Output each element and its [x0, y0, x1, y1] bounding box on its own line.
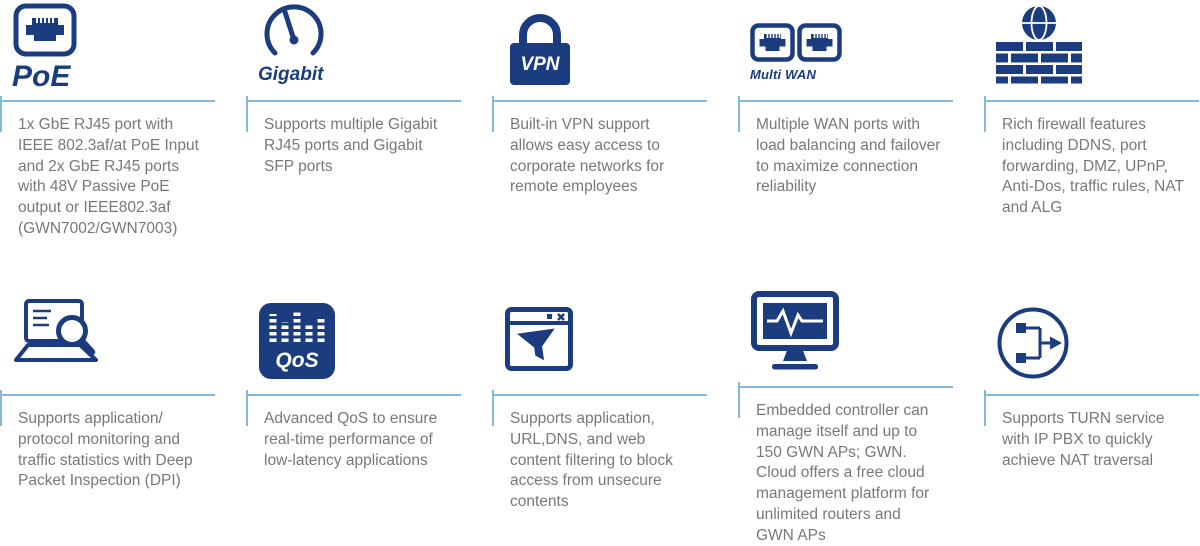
feature-card-qos: QoS Advanced QoS to ensure real-time per…	[246, 290, 461, 544]
qos-equalizer-icon: QoS	[259, 303, 335, 379]
feature-text: Supports multiple Gigabit RJ45 ports and…	[264, 116, 438, 175]
content-filter-funnel-icon	[505, 307, 573, 371]
feature-text: Supports application, URL,DNS, and web c…	[510, 410, 673, 511]
feature-text: Supports TURN service with IP PBX to qui…	[1002, 410, 1165, 469]
qos-icon-area: QoS	[246, 290, 461, 394]
divider	[984, 390, 1199, 426]
feature-text: Advanced QoS to ensure real-time perform…	[264, 410, 438, 469]
multi-wan-label: Multi WAN	[750, 67, 817, 82]
poe-label: PoE	[12, 60, 71, 93]
divider	[246, 390, 461, 426]
divider-tick	[984, 96, 986, 132]
divider-tick	[738, 96, 740, 132]
poe-port-icon	[13, 3, 77, 57]
feature-card-poe: PoE 1x GbE RJ45 port with IEEE 802.3af/a…	[0, 0, 215, 290]
gigabit-icon-area: Gigabit	[246, 0, 461, 100]
feature-card-dpi: Supports application/ protocol monitorin…	[0, 290, 215, 544]
feature-text: 1x GbE RJ45 port with IEEE 802.3af/at Po…	[18, 116, 199, 237]
divider	[492, 390, 707, 426]
feature-card-multi-wan: Multi WAN Multiple WAN ports with load b…	[738, 0, 953, 290]
divider-tick	[492, 390, 494, 426]
divider	[0, 390, 215, 426]
controller-monitor-pulse-icon	[751, 291, 839, 370]
feature-text: Built-in VPN support allows easy access …	[510, 116, 665, 196]
firewall-icon-area	[984, 0, 1199, 100]
gigabit-gauge-icon	[264, 4, 324, 56]
vpn-label: VPN	[520, 54, 560, 75]
divider	[738, 96, 953, 132]
multi-wan-icon-area: Multi WAN	[738, 0, 953, 100]
dpi-icon-area	[0, 290, 215, 394]
controller-icon-area	[738, 290, 953, 386]
divider	[984, 96, 1199, 132]
web-filter-icon-area	[492, 290, 707, 394]
divider-tick	[246, 96, 248, 132]
divider-tick	[984, 390, 986, 426]
feature-card-controller: Embedded controller can manage itself an…	[738, 290, 953, 544]
feature-card-web-filter: Supports application, URL,DNS, and web c…	[492, 290, 707, 544]
vpn-lock-icon: VPN	[510, 14, 570, 85]
gigabit-label: Gigabit	[258, 64, 324, 85]
divider	[0, 96, 215, 132]
divider-tick	[0, 390, 2, 426]
feature-text: Multiple WAN ports with load balancing a…	[756, 116, 941, 196]
poe-icon-area: PoE	[0, 0, 215, 100]
divider-tick	[246, 390, 248, 426]
feature-card-gigabit: Gigabit Supports multiple Gigabit RJ45 p…	[246, 0, 461, 290]
feature-card-vpn: VPN Built-in VPN support allows easy acc…	[492, 0, 707, 290]
turn-nat-traversal-icon	[997, 307, 1069, 379]
multi-wan-ports-icon	[750, 23, 842, 63]
dpi-laptop-magnifier-icon	[14, 299, 98, 362]
qos-label: QoS	[275, 349, 318, 372]
divider	[492, 96, 707, 132]
firewall-globe-icon	[996, 5, 1082, 84]
feature-text: Embedded controller can manage itself an…	[756, 402, 930, 544]
feature-card-firewall: Rich firewall features including DDNS, p…	[984, 0, 1199, 290]
divider	[246, 96, 461, 132]
divider	[738, 382, 953, 418]
feature-text: Supports application/ protocol monitorin…	[18, 410, 193, 490]
turn-icon-area	[984, 290, 1199, 394]
divider-tick	[0, 96, 2, 132]
feature-card-turn: Supports TURN service with IP PBX to qui…	[984, 290, 1199, 544]
vpn-icon-area: VPN	[492, 0, 707, 100]
feature-text: Rich firewall features including DDNS, p…	[1002, 116, 1184, 217]
divider-tick	[492, 96, 494, 132]
divider-tick	[738, 382, 740, 418]
